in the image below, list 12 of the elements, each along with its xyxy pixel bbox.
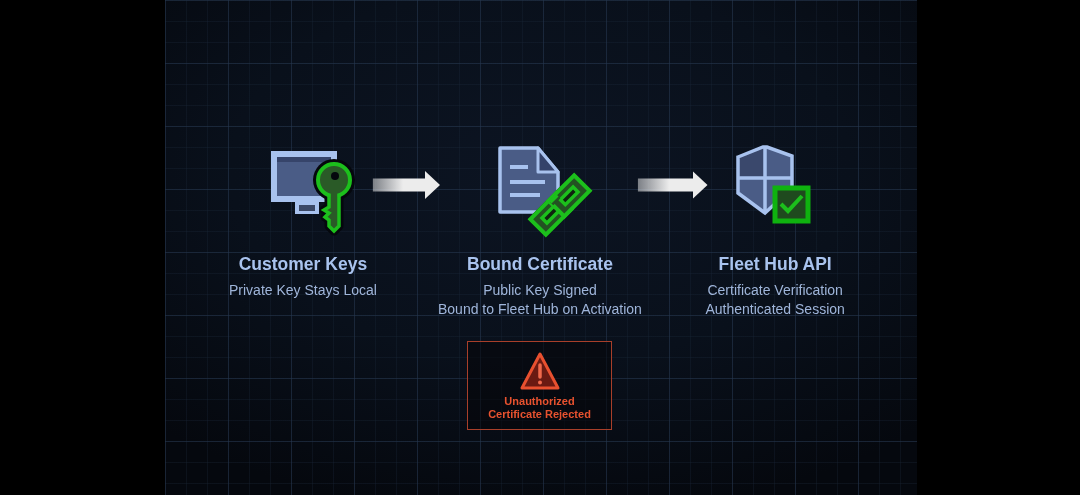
- arrow: [637, 171, 708, 199]
- step-description: Bound to Fleet Hub on Activation: [438, 300, 642, 319]
- step-description: Certificate Verification: [707, 281, 843, 300]
- alert-box: [467, 341, 612, 430]
- step-description: Public Key Signed: [483, 281, 597, 300]
- arrow: [372, 171, 440, 199]
- step-title: Bound Certificate: [467, 253, 613, 275]
- step-title: Customer Keys: [238, 253, 368, 275]
- step-title: Fleet Hub API: [718, 253, 832, 275]
- step-description: Authenticated Session: [705, 300, 845, 319]
- alert-message: Unauthorized Certificate Rejected: [487, 395, 592, 420]
- step-description: Private Key Stays Local: [229, 281, 377, 300]
